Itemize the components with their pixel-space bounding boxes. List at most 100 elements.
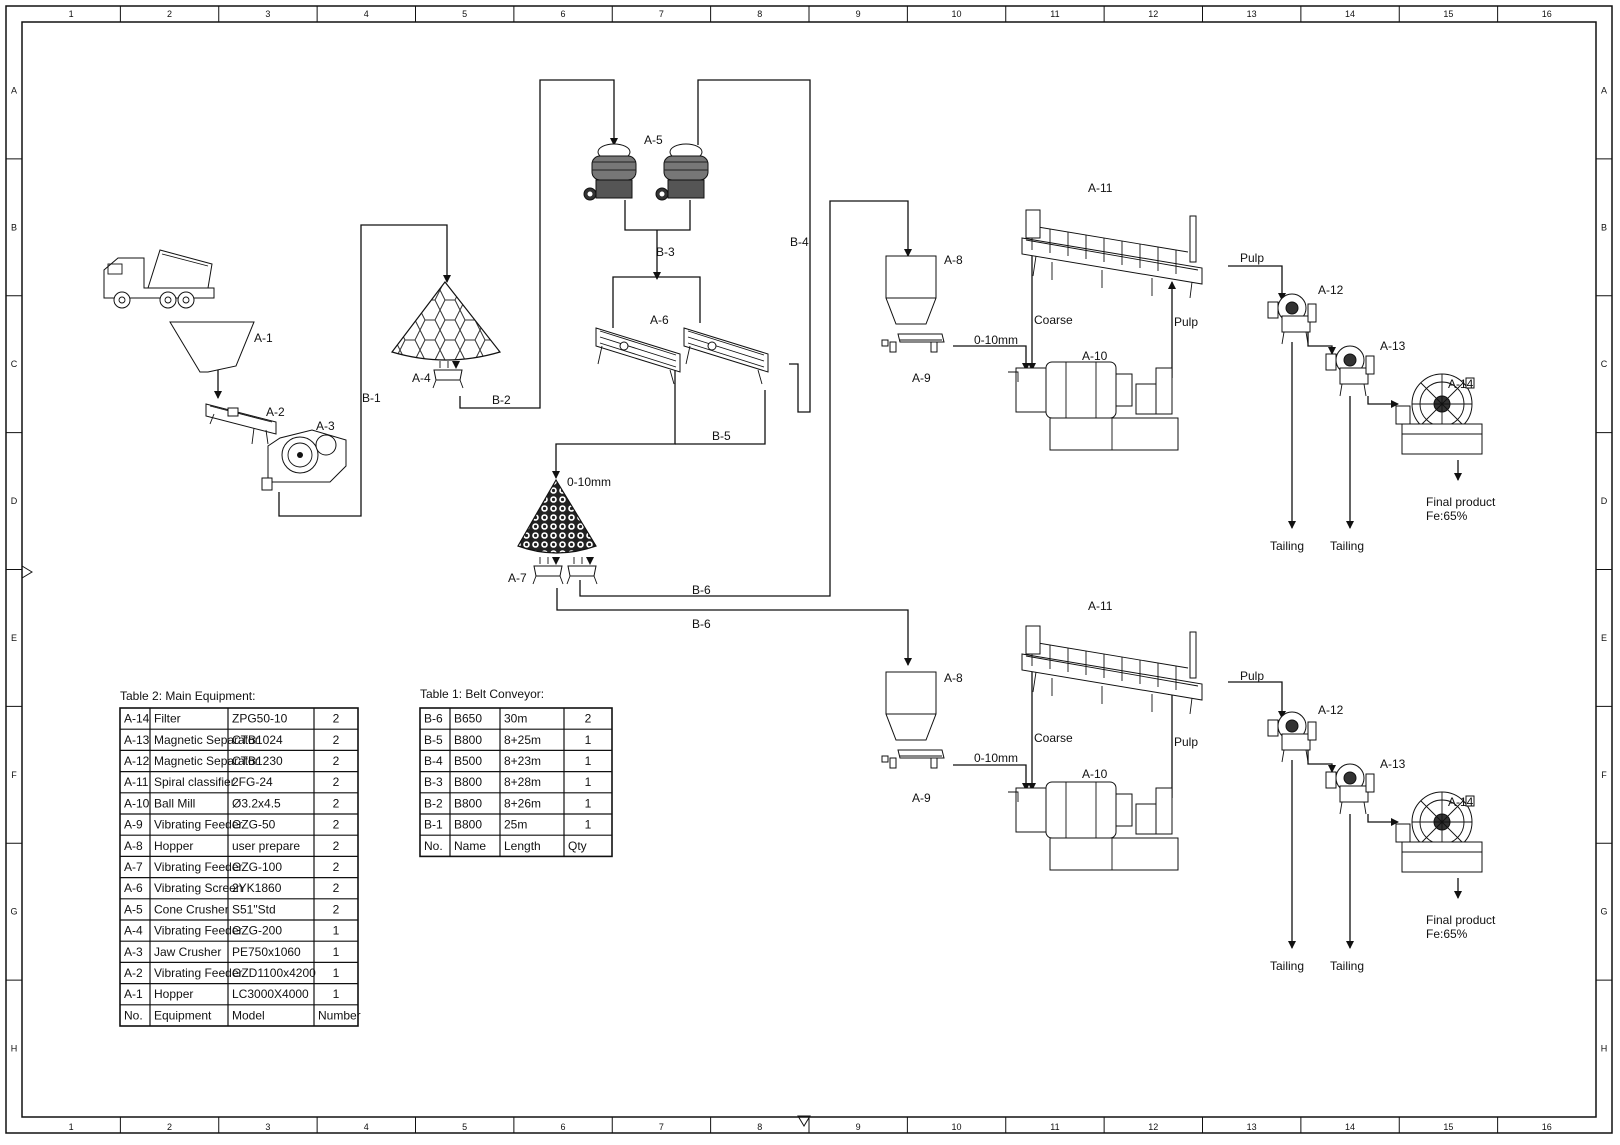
table-cell: B-6 xyxy=(424,712,443,726)
border-col-label: 10 xyxy=(952,9,962,19)
tag-a5: A-5 xyxy=(644,133,663,147)
border-col-label: 6 xyxy=(561,1122,566,1132)
table-cell: 2YK1860 xyxy=(232,881,282,895)
dump-truck-icon xyxy=(103,249,215,309)
table-cell: 2 xyxy=(333,902,340,916)
table-cell: A-4 xyxy=(124,924,143,938)
table-cell: A-11 xyxy=(124,775,149,789)
tag-a12-2: A-12 xyxy=(1318,703,1344,717)
table-cell: Hopper xyxy=(154,839,193,853)
belt-b2-label: B-2 xyxy=(492,393,511,407)
table-cell: A-3 xyxy=(124,945,143,959)
table-cell: 1 xyxy=(585,733,592,747)
tailing-label-line2-b: Tailing xyxy=(1330,959,1364,973)
border-col-label: 7 xyxy=(659,9,664,19)
final-grade-label-line1: Fe:65% xyxy=(1426,509,1468,523)
border-col-label: 11 xyxy=(1050,9,1059,19)
table-cell: Jaw Crusher xyxy=(154,945,221,959)
table-cell: Magnetic Separator xyxy=(154,754,259,768)
border-col-label: 4 xyxy=(364,9,369,19)
size-label-line1: 0-10mm xyxy=(974,333,1018,347)
table-cell: 8+28m xyxy=(504,775,541,789)
table-cell: Vibrating Feeder xyxy=(154,924,243,938)
table-cell: A-10 xyxy=(124,796,150,810)
table-cell: 8+25m xyxy=(504,733,541,747)
border-grid-labels: 1122334455667788991010111112121313141415… xyxy=(10,9,1607,1132)
belt-b6-label-1: B-6 xyxy=(692,583,711,597)
hopper-a1-icon xyxy=(169,321,255,373)
border-col-label: 9 xyxy=(856,9,861,19)
vibrating-feeder-a4-icon xyxy=(433,361,463,388)
tag-a9-1: A-9 xyxy=(912,371,931,385)
belt-b4-label: B-4 xyxy=(790,235,809,249)
border-col-label: 15 xyxy=(1443,9,1453,19)
belt-b1-label: B-1 xyxy=(362,391,381,405)
table-cell: Length xyxy=(504,839,541,853)
table-cell: No. xyxy=(424,839,443,853)
coarse-label-line1: Coarse xyxy=(1034,313,1073,327)
table-cell: Magnetic Separator xyxy=(154,733,259,747)
table-cell: Vibrating Screen xyxy=(154,881,243,895)
table-cell: 1 xyxy=(585,796,592,810)
table-cell: B-1 xyxy=(424,818,443,832)
table-cell: Spiral classifier xyxy=(154,775,235,789)
coarse-label-line2: Coarse xyxy=(1034,731,1073,745)
border-row-label: E xyxy=(1601,633,1607,643)
table-cell: Name xyxy=(454,839,486,853)
pulp-label-line1-b: Pulp xyxy=(1240,251,1264,265)
table-cell: Filter xyxy=(154,712,181,726)
border-col-label: 14 xyxy=(1345,9,1355,19)
vibrating-feeder-a7-left-icon xyxy=(533,557,563,584)
tag-a11-1: A-11 xyxy=(1088,181,1113,195)
table-cell: 2 xyxy=(333,712,340,726)
border-row-label: B xyxy=(11,222,17,232)
table1-title: Table 1: Belt Conveyor: xyxy=(420,687,544,701)
size-label-line2: 0-10mm xyxy=(974,751,1018,765)
tag-a14-2: A-14 xyxy=(1448,795,1474,809)
tailing-label-line2-a: Tailing xyxy=(1270,959,1304,973)
belt-b5-label: B-5 xyxy=(712,429,731,443)
magnetic-separator-a12-line2-icon xyxy=(1267,711,1317,763)
table-cell: A-8 xyxy=(124,839,143,853)
table-cell: 1 xyxy=(333,987,340,1001)
table-cell: A-13 xyxy=(124,733,150,747)
border-col-label: 5 xyxy=(462,9,467,19)
stockpile-a7-icon xyxy=(517,478,597,554)
border-grid-ticks xyxy=(6,6,1612,1133)
equipment-tags: A-1 A-2 A-3 A-4 A-5 A-6 A-7 A-8 A-9 A-10… xyxy=(254,133,1474,809)
tag-a2: A-2 xyxy=(266,405,285,419)
border-col-label: 9 xyxy=(856,1122,861,1132)
pulp-label-line2-a: Pulp xyxy=(1174,735,1198,749)
table-cell: A-6 xyxy=(124,881,143,895)
table-cell: GZG-100 xyxy=(232,860,282,874)
table-cell: ZPG50-10 xyxy=(232,712,288,726)
border-col-label: 1 xyxy=(69,9,74,19)
table-cell: B650 xyxy=(454,712,482,726)
border-col-label: 16 xyxy=(1542,1122,1552,1132)
table-cell: 1 xyxy=(333,924,340,938)
table-cell: Equipment xyxy=(154,1008,212,1022)
table-cell: PE750x1060 xyxy=(232,945,301,959)
border-row-label: F xyxy=(1601,770,1607,780)
table-cell: A-14 xyxy=(124,712,150,726)
table-cell: A-12 xyxy=(124,754,150,768)
size-label-stockpile: 0-10mm xyxy=(567,475,611,489)
table-cell: GZG-50 xyxy=(232,818,276,832)
table-cell: CTB1230 xyxy=(232,754,283,768)
tailing-label-line1-a: Tailing xyxy=(1270,539,1304,553)
cone-crusher-a5-right-icon xyxy=(655,143,709,201)
pulp-label-line2-b: Pulp xyxy=(1240,669,1264,683)
border-col-label: 2 xyxy=(167,9,172,19)
table-cell: Number xyxy=(318,1008,361,1022)
spiral-classifier-a11-line1-icon xyxy=(1021,209,1203,299)
border-row-label: E xyxy=(11,633,17,643)
border-col-label: 12 xyxy=(1148,9,1158,19)
border-col-label: 13 xyxy=(1247,9,1257,19)
border-row-label: A xyxy=(11,85,17,95)
center-mark-bottom xyxy=(797,1115,811,1127)
border-row-label: C xyxy=(1601,359,1608,369)
border-row-label: B xyxy=(1601,222,1607,232)
